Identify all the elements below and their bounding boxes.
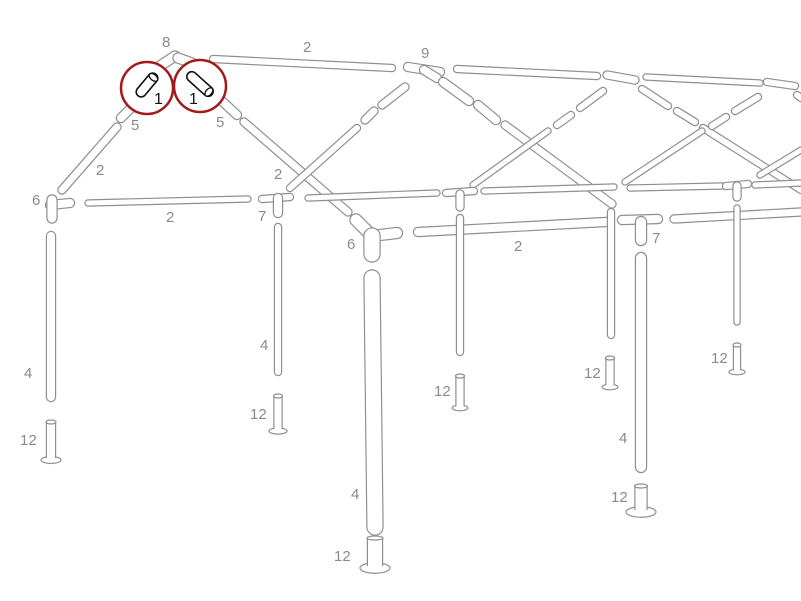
coupling bbox=[552, 110, 576, 130]
part-label: 12 bbox=[334, 548, 351, 565]
part-label: 8 bbox=[162, 34, 170, 51]
part-label: 2 bbox=[166, 209, 174, 226]
part-label: 12 bbox=[611, 489, 628, 506]
part-label: 7 bbox=[652, 230, 660, 247]
eave-pipe bbox=[412, 216, 612, 238]
part-label: 2 bbox=[274, 166, 282, 183]
ridge-pipe bbox=[452, 64, 602, 81]
corner-connector bbox=[373, 226, 404, 242]
part-label: 7 bbox=[258, 208, 266, 225]
foot-plate bbox=[268, 393, 288, 435]
part-label: 6 bbox=[32, 192, 40, 209]
coupling bbox=[730, 92, 763, 116]
rafter-pipe bbox=[285, 123, 362, 193]
part-label: 4 bbox=[619, 430, 627, 447]
part-label: 12 bbox=[20, 432, 37, 449]
coupling bbox=[437, 76, 475, 107]
part-label: 2 bbox=[514, 238, 522, 255]
part-label: 2 bbox=[303, 39, 311, 56]
part-label: 4 bbox=[260, 337, 268, 354]
part-label: 2 bbox=[96, 162, 104, 179]
peak-connector bbox=[418, 64, 443, 84]
coupling bbox=[216, 95, 243, 121]
part-label: 4 bbox=[24, 365, 32, 382]
frame-pipes bbox=[44, 50, 801, 536]
eave-pipe bbox=[84, 195, 252, 207]
leg-feet bbox=[40, 342, 746, 574]
ridge-pipe bbox=[208, 54, 397, 73]
foot-plate bbox=[601, 355, 619, 391]
part-labels: 8 2 9 5 5 2 6 2 2 7 6 2 7 4 4 12 12 12 1… bbox=[20, 34, 728, 565]
part-label: 12 bbox=[584, 365, 601, 382]
part-number-label: 1 bbox=[189, 91, 198, 108]
part-label: 5 bbox=[216, 114, 224, 131]
foot-plate bbox=[451, 373, 469, 412]
foot-plate bbox=[40, 419, 62, 465]
part-label: 4 bbox=[351, 486, 359, 503]
part-label: 9 bbox=[421, 45, 429, 62]
eave-pipe bbox=[304, 189, 441, 202]
rafter-pipe bbox=[756, 146, 801, 179]
part-label: 12 bbox=[434, 383, 451, 400]
part-label: 12 bbox=[711, 350, 728, 367]
foot-plate bbox=[359, 535, 391, 574]
foot-plate bbox=[625, 483, 657, 518]
coupling bbox=[575, 86, 608, 113]
peak-connector bbox=[762, 77, 800, 91]
rafter-pipe bbox=[698, 123, 801, 195]
coupling bbox=[792, 90, 801, 103]
coupling bbox=[637, 84, 673, 111]
rafter-pipe bbox=[57, 122, 122, 195]
leg-pipe bbox=[363, 269, 384, 536]
highlight-part-1-right: 1 bbox=[172, 58, 228, 114]
eave-pipe bbox=[751, 179, 801, 189]
part-label: 6 bbox=[347, 236, 355, 253]
highlight-part-1-left: 1 bbox=[119, 60, 175, 116]
tube-icon bbox=[186, 70, 214, 98]
rafter-pipe bbox=[621, 127, 706, 186]
coupling bbox=[360, 106, 379, 125]
eave-pipe bbox=[626, 182, 726, 192]
coupling bbox=[672, 106, 700, 127]
coupling bbox=[707, 112, 731, 131]
rafter-pipe bbox=[469, 127, 552, 189]
coupling bbox=[472, 99, 502, 126]
foot-plate bbox=[728, 342, 746, 376]
coupling bbox=[377, 82, 410, 110]
peak-connector bbox=[602, 70, 640, 85]
part-label: 12 bbox=[250, 406, 267, 423]
part-number-label: 1 bbox=[154, 91, 163, 108]
ridge-pipe bbox=[642, 73, 764, 87]
tube-icon bbox=[135, 72, 159, 98]
eave-pipe bbox=[480, 183, 618, 195]
part-label: 5 bbox=[131, 117, 139, 134]
